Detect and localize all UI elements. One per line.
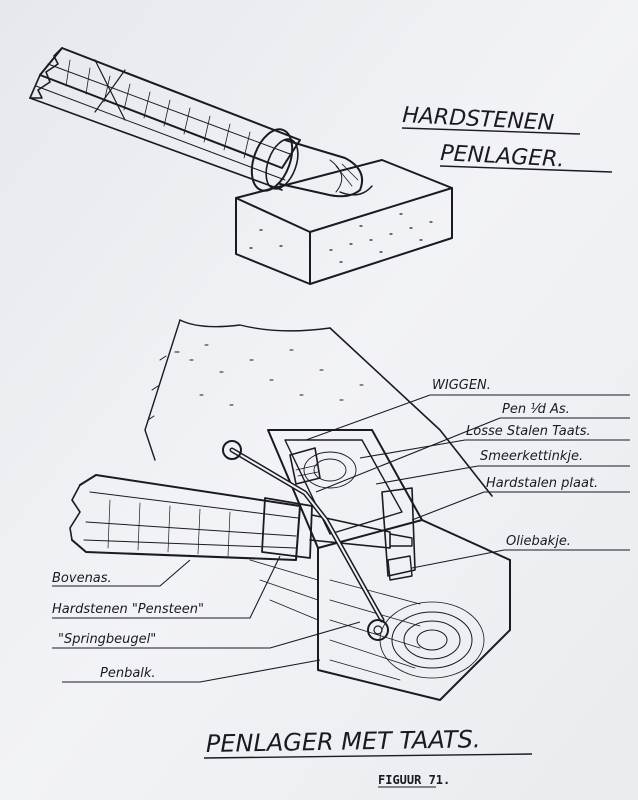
right-leader-lines bbox=[305, 394, 630, 569]
lower-bearing-drawing bbox=[69, 319, 511, 701]
upper-title-underline2 bbox=[439, 165, 613, 173]
label-oliebakje: Oliebakje. bbox=[506, 534, 571, 549]
label-losse-stalen-taats: Losse Stalen Taats. bbox=[466, 424, 591, 439]
left-leader-lines bbox=[52, 555, 361, 683]
label-wiggen: WIGGEN. bbox=[432, 378, 491, 393]
figure-caption: PENLAGER MET TAATS. bbox=[206, 725, 481, 758]
label-hardstenen-pensteen: Hardstenen "Pensteen" bbox=[52, 602, 204, 617]
label-bovenas: Bovenas. bbox=[52, 571, 112, 586]
upper-title-underline1 bbox=[401, 127, 581, 135]
label-hardstalen-plaat: Hardstalen plaat. bbox=[486, 476, 598, 491]
label-penbalk: Penbalk. bbox=[100, 666, 156, 681]
caption-underline bbox=[203, 753, 533, 759]
label-pen-van-de-as: Pen ⅟d As. bbox=[502, 402, 570, 417]
label-smeerkettinkje: Smeerkettinkje. bbox=[480, 449, 583, 464]
label-springbeugel: "Springbeugel" bbox=[58, 632, 156, 647]
figure-number: FIGUUR 71. bbox=[378, 773, 450, 787]
upper-shaft-drawing bbox=[29, 47, 453, 285]
